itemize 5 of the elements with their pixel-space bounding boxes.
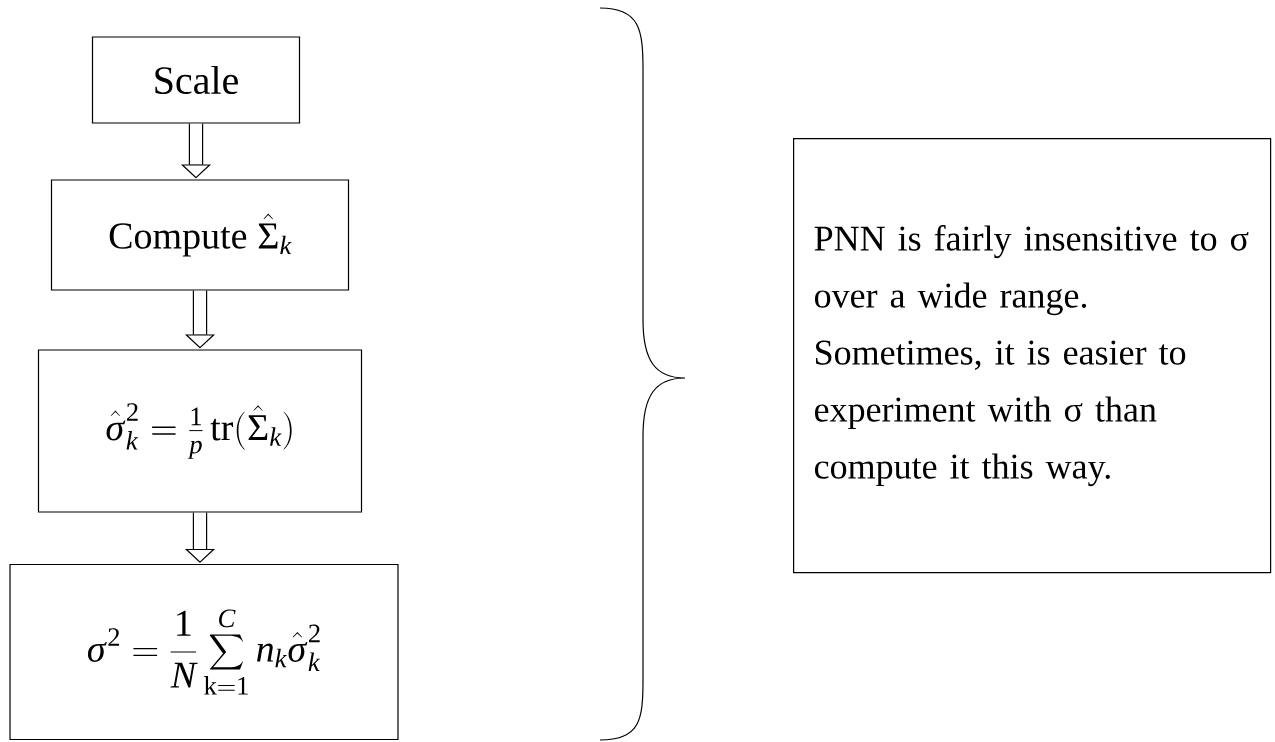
process-box: Scale [91, 36, 301, 124]
process-box: $\sigma^{2} = \frac{1}{N}\sum_{\mathrm{k=1}}^{C} n_{k}\hat{\sigma}_{k}^{2}$ [9, 563, 399, 741]
process-box: PNN is fairly insensitive to σ over a wide range. Sometimes, it is easier to experiment with σ than compute it this way. [793, 138, 1272, 574]
process-box: $\hat{\sigma}_{k}^{2} = \frac{1}{p}\,\mathrm{tr}(\hat{\Sigma}_{k})$ [37, 349, 363, 513]
process-box: $\text{Compute}\ \hat{\Sigma}_{k}$ [50, 179, 350, 291]
